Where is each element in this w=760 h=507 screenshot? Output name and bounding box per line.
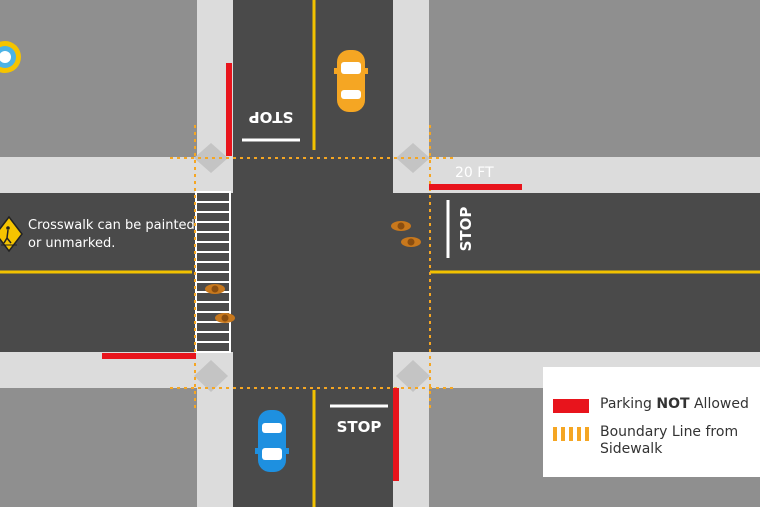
crosswalk-note: Crosswalk can be painted or unmarked.: [28, 218, 195, 251]
boundary-lines: [170, 125, 455, 410]
legend-row-parking: Parking NOT Allowed: [553, 396, 749, 413]
stop-text-bottom: STOP: [337, 418, 382, 436]
car-top: [334, 50, 368, 112]
car-bottom: [255, 410, 289, 472]
pedestrian-crossing-sign-icon: [0, 215, 23, 253]
legend-parking-label: Parking NOT Allowed: [600, 396, 749, 412]
stop-text-right: STOP: [457, 207, 475, 252]
distance-label: 20 FT: [455, 165, 494, 181]
curb-ramps: [194, 143, 430, 392]
legend: Parking NOT Allowed Boundary Line from S…: [543, 367, 760, 477]
pedestrians: [205, 221, 421, 323]
no-parking-zones: [102, 63, 522, 481]
legend-row-boundary: Boundary Line from Sidewalk: [553, 424, 750, 458]
legend-boundary-label: Boundary Line from Sidewalk: [600, 424, 739, 457]
no-parking-swatch: [553, 399, 589, 413]
stop-text-top: STOP: [249, 108, 294, 126]
boundary-swatch: [553, 427, 589, 441]
stop-bars: [242, 138, 450, 408]
logo-icon: [0, 41, 21, 73]
